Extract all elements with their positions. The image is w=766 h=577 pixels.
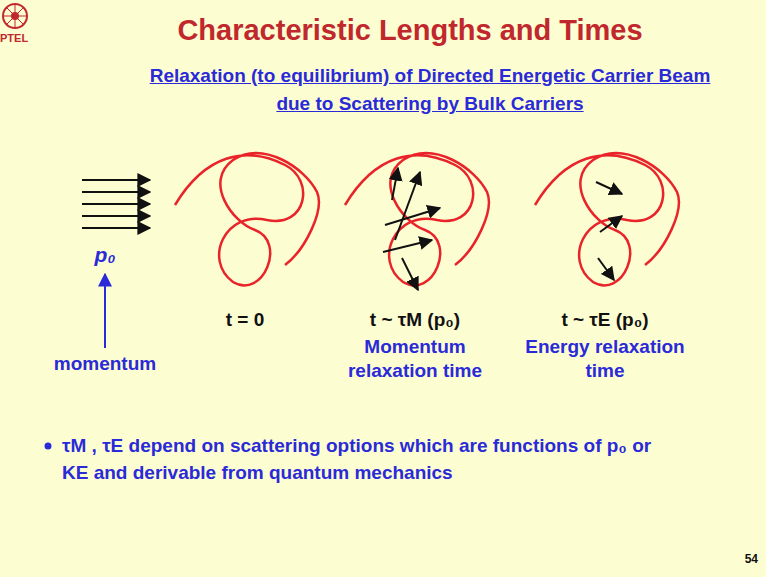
pointer-arrow bbox=[104, 274, 106, 348]
bullet-note: τM , τE depend on scattering options whi… bbox=[62, 432, 674, 486]
stage-caption: Energy relaxation time bbox=[520, 335, 690, 383]
stage-caption: Momentum relaxation time bbox=[330, 335, 500, 383]
relaxed-momenta bbox=[596, 182, 622, 280]
logo-text: PTEL bbox=[0, 31, 40, 45]
scattered-momenta bbox=[383, 168, 440, 290]
page-number: 54 bbox=[722, 552, 758, 567]
incident-beam bbox=[82, 180, 150, 228]
momentum-symbol: p₀ bbox=[85, 242, 125, 268]
slide-title: Characteristic Lengths and Times bbox=[150, 14, 670, 47]
pointer-label: momentum bbox=[40, 352, 170, 376]
time-label: t = 0 bbox=[190, 308, 300, 332]
time-label: t ~ τM (p₀) bbox=[330, 308, 500, 332]
subtitle: Relaxation (to equilibrium) of Directed … bbox=[140, 62, 720, 118]
time-label: t ~ τE (p₀) bbox=[520, 308, 690, 332]
scattering-medium bbox=[175, 153, 679, 285]
bullet bbox=[45, 443, 52, 450]
logo bbox=[3, 4, 27, 28]
